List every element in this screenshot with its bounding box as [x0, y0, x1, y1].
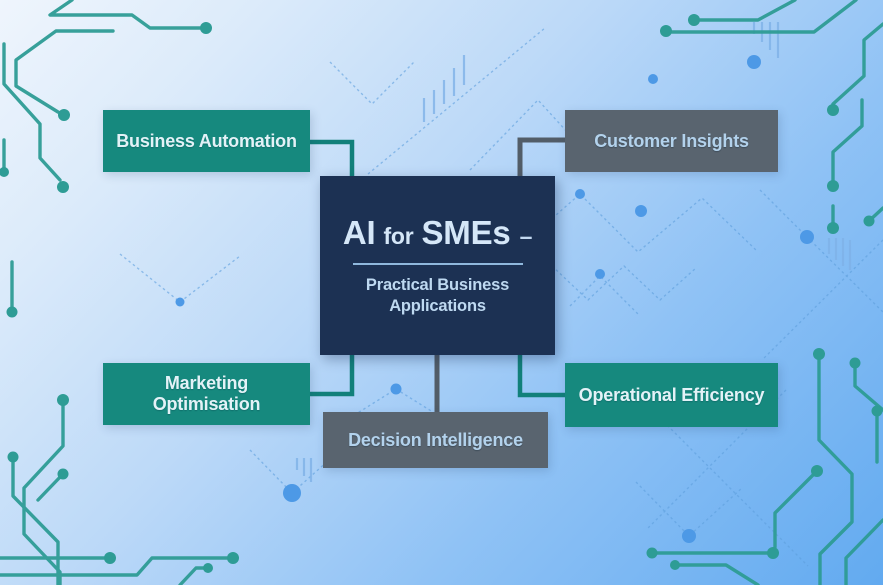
- node-customer-insights: Customer Insights: [565, 110, 778, 172]
- circuit-dots-teal: [0, 14, 883, 573]
- accent-combs-blue: [295, 22, 852, 482]
- node-decision-intelligence: Decision Intelligence: [323, 412, 548, 468]
- node-label-decision-intelligence: Decision Intelligence: [348, 429, 523, 450]
- connector-customer-insights: [517, 137, 565, 178]
- title-dash: –: [519, 222, 533, 249]
- title-divider: [352, 262, 523, 265]
- node-label-operational-efficiency: Operational Efficiency: [578, 384, 765, 405]
- title-ai: AI: [342, 213, 376, 251]
- title-for: for: [383, 222, 414, 249]
- node-operational-efficiency: Operational Efficiency: [565, 363, 778, 427]
- accent-dots-blue: [175, 55, 814, 543]
- node-business-automation: Business Automation: [103, 110, 310, 172]
- connector-marketing-optimisation: [310, 350, 355, 397]
- connector-business-automation: [310, 139, 355, 178]
- node-label-marketing-optimisation: Marketing Optimisation: [152, 373, 261, 414]
- title-smes: SMEs: [421, 213, 511, 251]
- center-node-ai-for-smes: AI for SMEs – Practical Business Applica…: [320, 176, 555, 355]
- center-title: AI for SMEs –: [342, 213, 533, 252]
- connector-lines: [310, 137, 565, 416]
- connector-operational-efficiency: [517, 350, 565, 398]
- node-label-customer-insights: Customer Insights: [594, 130, 749, 151]
- node-marketing-optimisation: Marketing Optimisation: [103, 363, 310, 425]
- node-label-business-automation: Business Automation: [116, 130, 297, 151]
- center-subtitle: Practical Business Applications: [365, 275, 510, 315]
